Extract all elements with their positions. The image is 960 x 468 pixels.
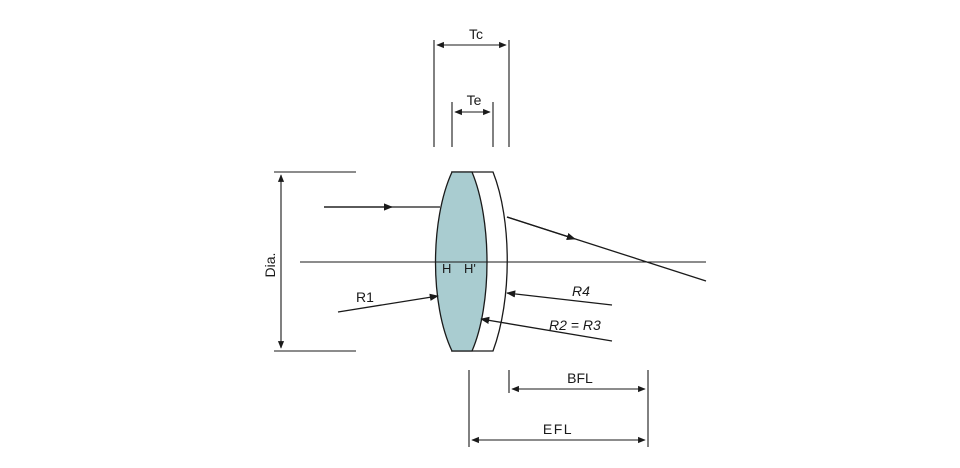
te-label: Te [467,92,482,108]
efl-label: EFL [543,421,573,437]
r4-leader [506,290,613,306]
principal-plane-h-prime-label: H' [464,261,476,276]
r1-leader [337,293,439,313]
outgoing-ray-arrow [506,216,576,240]
r2-r3-label: R2 = R3 [549,317,601,333]
dia-label: Dia. [262,253,278,278]
r4-label: R4 [572,283,590,299]
principal-plane-h-label: H [442,261,451,276]
r1-label: R1 [356,289,374,305]
r2-r3-leader [480,316,613,342]
tc-label: Tc [469,26,483,42]
bfl-label: BFL [567,370,593,386]
